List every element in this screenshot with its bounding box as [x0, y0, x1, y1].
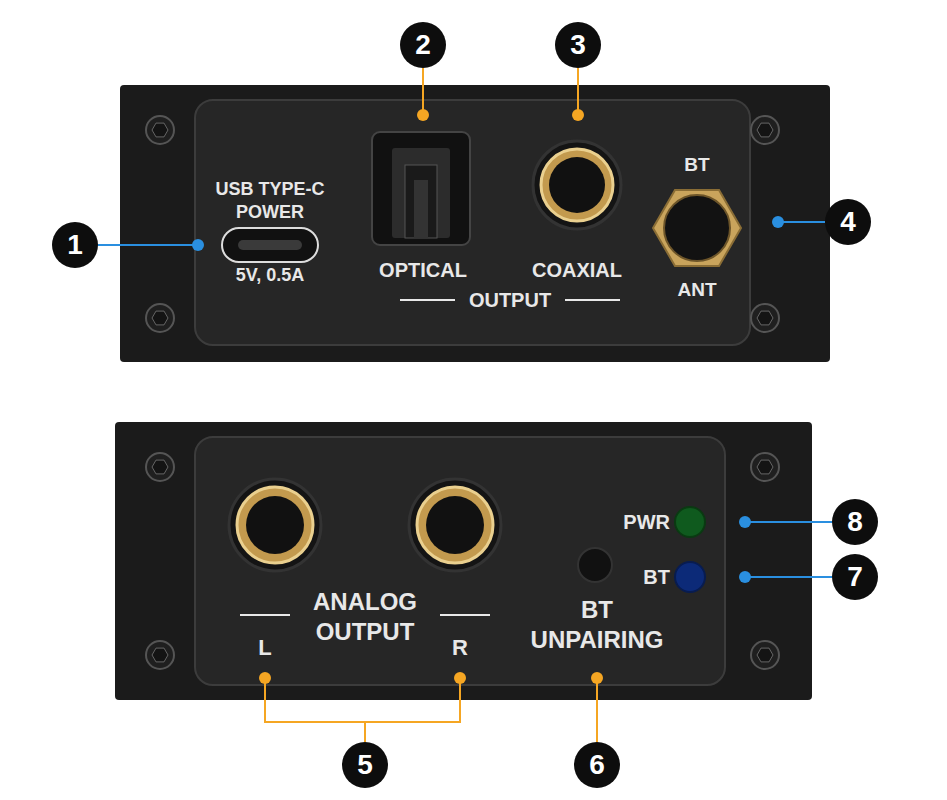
button-label: BT UNPAIRING: [517, 595, 677, 655]
panel-face: [195, 437, 725, 685]
leader-line: [577, 68, 579, 115]
leader-dot: [192, 239, 204, 251]
panel-housing: [115, 422, 812, 700]
callout-text: 7: [847, 563, 863, 591]
leader-dot: [454, 672, 466, 684]
usb-c-port: [222, 228, 318, 262]
port-label: OPTICAL: [379, 258, 467, 283]
port-label: ANT: [677, 278, 716, 302]
screw: [751, 304, 779, 332]
leader-line: [364, 722, 366, 742]
leader-dot: [772, 216, 784, 228]
leader-line: [422, 68, 424, 115]
led-label: BT: [643, 565, 670, 590]
leader-dots: [192, 109, 784, 684]
leader-dot: [591, 672, 603, 684]
leader-line: [745, 521, 832, 523]
optical-port: [372, 132, 470, 245]
leader-dot: [572, 109, 584, 121]
callout-number: 3: [555, 22, 601, 68]
leader-line: [778, 221, 825, 223]
screw: [751, 453, 779, 481]
analog-jack: [229, 479, 321, 571]
leader-line: [745, 576, 832, 578]
device-panel: USB TYPE-C POWER 5V, 0.5A OPTICAL COAXIAL OU…: [120, 85, 830, 362]
leader-dot: [259, 672, 271, 684]
screw: [146, 116, 174, 144]
callout-number: 4: [825, 199, 871, 245]
unpair-button: [578, 548, 612, 582]
panel-face: [195, 100, 750, 345]
power-led: [675, 507, 705, 537]
screw: [751, 641, 779, 669]
device-panel: ANALOG OUTPUT L R BT UNPAIRING PWR BT: [115, 422, 812, 700]
bracket-leader: [265, 678, 460, 722]
leader-dot: [739, 516, 751, 528]
output-bracket-line: [400, 299, 455, 301]
screw: [146, 641, 174, 669]
port-label: BT: [684, 153, 709, 177]
led-label: PWR: [623, 510, 670, 535]
port-label: COAXIAL: [532, 258, 622, 283]
leader-dot: [417, 109, 429, 121]
output-bracket-line: [565, 299, 620, 301]
callout-number: 5: [342, 742, 388, 788]
coaxial-port: [533, 141, 621, 229]
callout-text: 8: [847, 508, 863, 536]
leader-dot: [739, 571, 751, 583]
output-bracket-line: [240, 614, 290, 616]
callout-text: 5: [357, 751, 373, 779]
rating-label: 5V, 0.5A: [236, 264, 304, 287]
channel-label: L: [258, 634, 271, 662]
callout-text: 1: [67, 231, 83, 259]
port-label: USB TYPE-C POWER: [195, 178, 345, 223]
callout-text: 2: [415, 31, 431, 59]
screw: [146, 453, 174, 481]
callout-text: 4: [840, 208, 856, 236]
antenna-connector: [653, 190, 741, 266]
leader-line: [596, 678, 598, 742]
callout-text: 3: [570, 31, 586, 59]
group-label: ANALOG OUTPUT: [300, 587, 430, 647]
callout-number: 1: [52, 222, 98, 268]
leader-line: [98, 244, 198, 246]
callout-number: 2: [400, 22, 446, 68]
panel-housing: [120, 85, 830, 362]
screw: [146, 304, 174, 332]
callout-number: 8: [832, 499, 878, 545]
output-bracket-line: [440, 614, 490, 616]
group-label: OUTPUT: [469, 288, 551, 313]
callout-number: 6: [574, 742, 620, 788]
channel-label: R: [452, 634, 468, 662]
analog-jack: [409, 479, 501, 571]
callout-text: 6: [589, 751, 605, 779]
callout-number: 7: [832, 554, 878, 600]
screw: [751, 116, 779, 144]
bt-led: [675, 562, 705, 592]
